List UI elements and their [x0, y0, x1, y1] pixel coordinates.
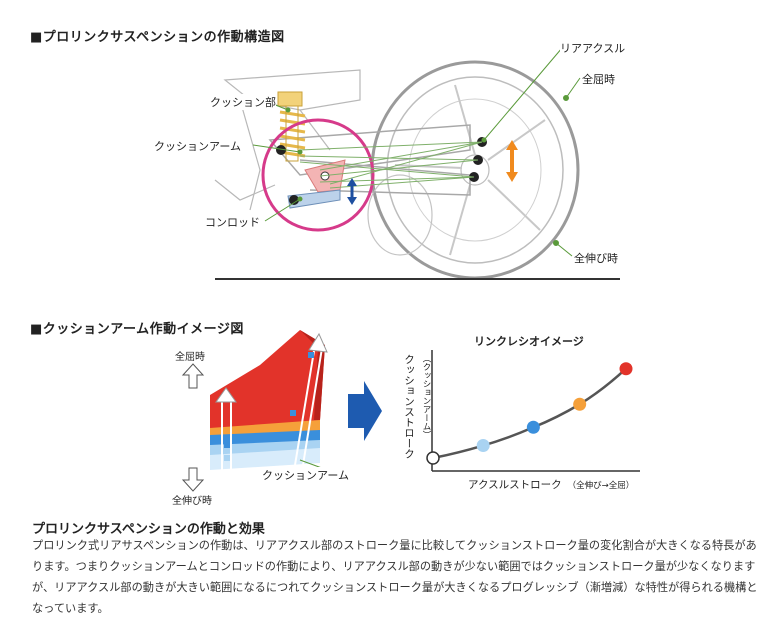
cushion-travel-arrow [347, 178, 357, 205]
axle-position-lines [299, 141, 483, 189]
cushion-arm-image [210, 330, 325, 470]
arm-full-bump-label: 全屈時 [175, 348, 205, 363]
full-bump-arrow [181, 363, 205, 389]
swingarm [268, 124, 471, 196]
con-rod-part [287, 189, 341, 209]
full-bump-label: 全屈時 [582, 71, 615, 87]
description-body: プロリンク式リアサスペンションの作動は、リアアクスル部のストローク量に比較してク… [32, 539, 758, 615]
transition-arrow [348, 381, 382, 441]
full-extend-arrow [181, 467, 205, 492]
full-extend-label: 全伸び時 [574, 250, 618, 266]
chart-ylabel-note: （クッションアーム） [421, 354, 431, 439]
chart-xlabel: アクスルストローク （全伸び→全屈） [468, 477, 634, 492]
rear-wheel [367, 60, 580, 280]
leader-lines [252, 47, 581, 257]
rear-axle-label: リアアクスル [560, 40, 626, 56]
chart-xlabel-main: アクスルストローク [468, 479, 562, 491]
chart-point [526, 420, 540, 434]
axle-travel-arrow [506, 140, 518, 182]
con-rod-label: コンロッド [205, 214, 260, 230]
chart-title: リンクレシオイメージ [474, 335, 584, 348]
chart-point [573, 397, 587, 411]
arm-cushion-arm-label: クッションアーム [262, 467, 350, 483]
cushion-label: クッション部 [210, 94, 276, 110]
chart-ylabel: クッションストローク （クッションアーム） [398, 354, 438, 474]
arm-motion-arrows [215, 332, 328, 470]
cushion-arm-part [304, 159, 346, 193]
arm-section-title: ■クッションアーム作動イメージ図 [30, 322, 244, 337]
chart-point [476, 439, 490, 453]
description-title: プロリンクサスペンションの作動と効果 [32, 522, 265, 537]
cushion-arm-label: クッションアーム [154, 138, 242, 154]
arm-color-markers [224, 352, 314, 461]
chart-point [619, 362, 633, 376]
link-ratio-chart [426, 350, 640, 472]
structure-section-title: ■プロリンクサスペンションの作動構造図 [30, 30, 285, 45]
arm-full-extend-label: 全伸び時 [172, 492, 212, 507]
chart-point [426, 451, 440, 465]
chart-ylabel-main: クッションストローク [403, 354, 415, 459]
link-ratio-curve [432, 367, 627, 460]
linkage-highlight-circle [261, 118, 375, 232]
chart-xlabel-note: （全伸び→全屈） [567, 481, 635, 491]
